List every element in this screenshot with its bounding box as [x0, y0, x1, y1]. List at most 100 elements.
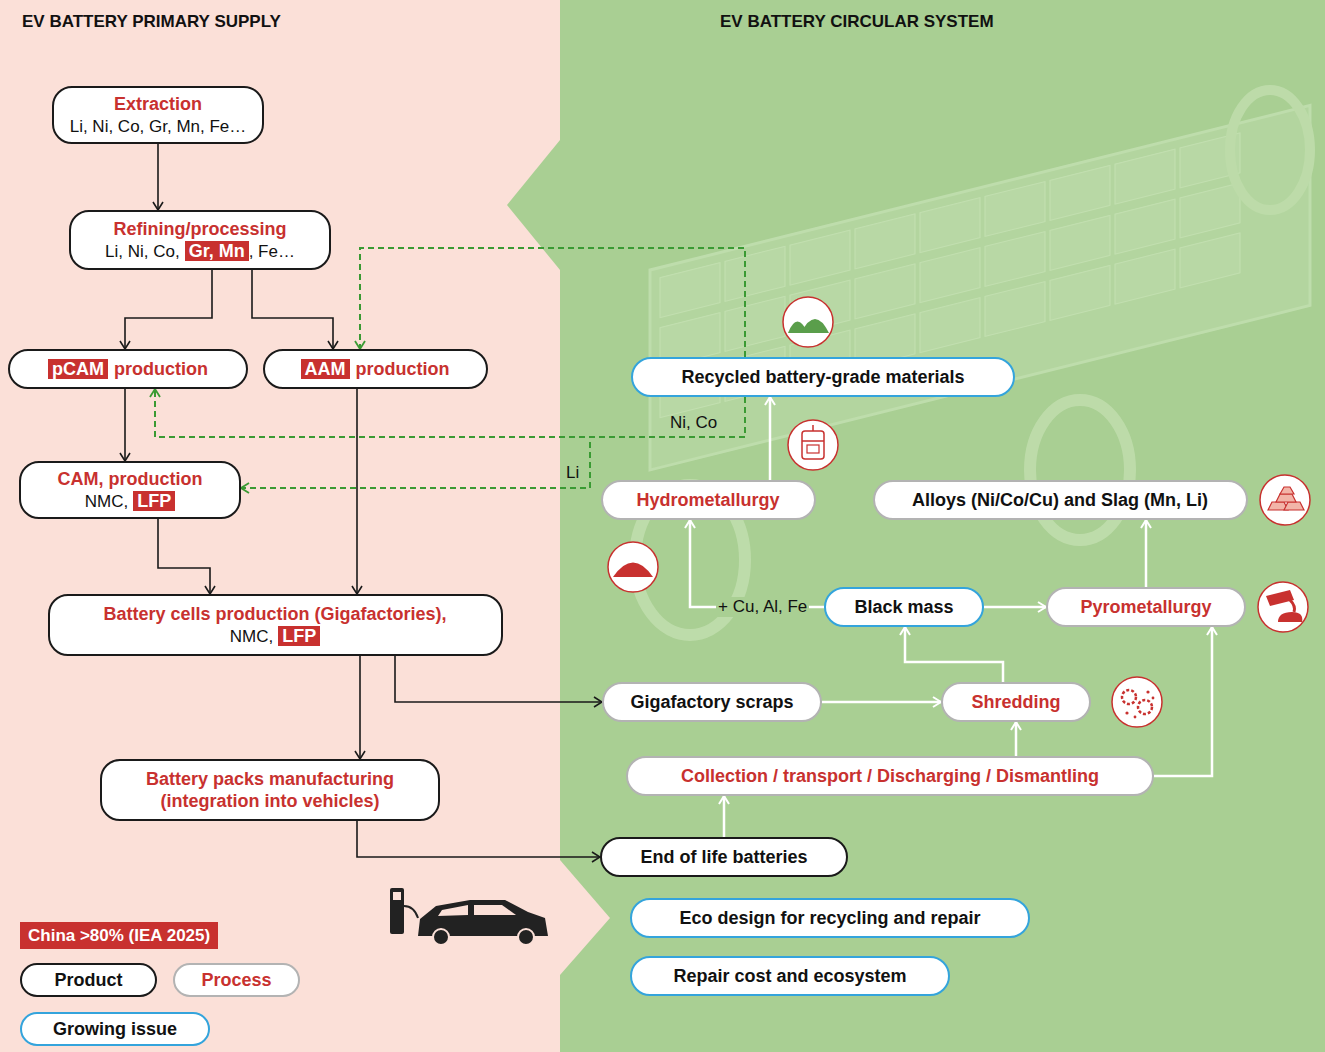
shredder-icon	[1112, 677, 1162, 727]
text-line: End of life batteries	[640, 846, 807, 869]
highlight-tag: pCAM	[48, 359, 108, 379]
legend-sample: Product	[20, 963, 157, 997]
car-charging-icon	[390, 888, 404, 934]
vehicle-illustration	[855, 264, 915, 319]
legend-swatch: China >80% (IEA 2025)	[20, 922, 218, 949]
ingot-icon	[1276, 494, 1296, 502]
flow-arrow	[158, 519, 210, 594]
node-text: Collection / transport / Discharging / D…	[681, 766, 1099, 786]
text-line: pCAM production	[48, 358, 208, 381]
process-box: Pyrometallurgy	[1046, 587, 1246, 627]
node-text: Alloys (Ni/Co/Cu) and Slag (Mn, Li)	[912, 490, 1208, 510]
vehicle-illustration	[985, 282, 1045, 337]
text-line: Battery packs manufacturing (integration…	[118, 768, 422, 813]
product-box: Battery cells production (Gigafactories)…	[48, 594, 503, 656]
product-box: Refining/processingLi, Ni, Co,Gr, Mn, Fe…	[69, 210, 331, 270]
vehicle-illustration	[1115, 149, 1175, 204]
vehicle-illustration	[1180, 233, 1240, 288]
reactor-icon	[802, 431, 824, 459]
flow-arrow	[356, 389, 358, 594]
ingot-icon	[1284, 502, 1304, 510]
material-icon	[801, 319, 829, 333]
node-text: Li, Ni, Co, Gr, Mn, Fe…	[70, 117, 247, 136]
product-box: CAM, productionNMC,LFP	[19, 461, 241, 519]
vehicle-illustration	[1180, 183, 1240, 238]
ingot-icon	[1260, 475, 1310, 525]
text-line: Battery cells production (Gigafactories)…	[103, 603, 446, 626]
product-box: Battery packs manufacturing (integration…	[100, 759, 440, 821]
node-text: , Fe…	[249, 242, 295, 261]
flow-arrow	[1145, 520, 1148, 587]
connector-layer	[125, 144, 1212, 857]
car-charging-icon	[438, 905, 468, 916]
vehicle-illustration	[1230, 90, 1310, 210]
vehicle-illustration	[725, 246, 785, 301]
text-line: Li, Ni, Co, Gr, Mn, Fe…	[70, 115, 247, 138]
text-line: Collection / transport / Discharging / D…	[681, 765, 1099, 788]
node-text: Repair cost and ecosystem	[673, 966, 906, 986]
reactor-icon	[807, 445, 819, 453]
text-line: Gigafactory scraps	[630, 691, 793, 714]
reactor-icon	[802, 440, 824, 442]
ingot-icon	[1260, 475, 1310, 525]
issue-box: Recycled battery-grade materials	[631, 357, 1015, 397]
node-text: End of life batteries	[640, 847, 807, 867]
issue-box: Eco design for recycling and repair	[630, 898, 1030, 938]
node-text: Li, Ni, Co,	[105, 242, 180, 261]
panel-background	[0, 0, 560, 1052]
node-text: Extraction	[114, 94, 202, 114]
edge-label: Ni, Co	[668, 413, 719, 433]
vehicle-illustration	[855, 214, 915, 269]
furnace-icon	[1258, 582, 1308, 632]
car-charging-icon	[433, 929, 449, 945]
panel-background	[560, 0, 1325, 1052]
flow-arrow	[769, 397, 772, 480]
text-line: Recycled battery-grade materials	[681, 366, 964, 389]
issue-box: Repair cost and ecosystem	[630, 956, 950, 996]
powder-icon	[613, 563, 653, 578]
legend-text: China >80% (IEA 2025)	[28, 926, 210, 946]
furnace-icon	[1290, 600, 1295, 612]
vehicle-illustration	[1050, 265, 1110, 320]
legend-sample: Growing issue	[20, 1012, 210, 1046]
edge-label: + Cu, Al, Fe	[716, 597, 809, 617]
text-line: Black mass	[854, 596, 953, 619]
recycle-flow-arrow	[241, 397, 745, 488]
text-line: Hydrometallurgy	[636, 489, 779, 512]
vehicle-illustration	[725, 296, 785, 351]
flow-arrow	[157, 144, 159, 210]
material-icon	[783, 297, 833, 347]
flow-arrow	[252, 270, 333, 349]
vehicle-illustration	[1115, 199, 1175, 254]
powder-icon	[608, 542, 658, 592]
shredder-icon	[1138, 700, 1152, 714]
text-line: Shredding	[972, 691, 1061, 714]
product-box: End of life batteries	[600, 837, 848, 877]
reactor-icon	[788, 420, 838, 470]
panel-background	[560, 860, 610, 975]
shredder-icon	[1112, 677, 1162, 727]
node-text: production	[114, 359, 208, 379]
node-text: Gigafactory scraps	[630, 692, 793, 712]
highlight-tag: AAM	[301, 359, 350, 379]
node-text: NMC,	[230, 627, 273, 646]
furnace-icon	[1258, 582, 1308, 632]
vehicle-illustration	[985, 182, 1045, 237]
flow-arrow	[984, 606, 1046, 609]
flow-arrow	[1154, 627, 1212, 776]
shredder-icon	[1152, 697, 1155, 700]
vehicle-illustration	[1050, 165, 1110, 220]
car-charging-icon	[404, 906, 418, 918]
legend-sample: Process	[173, 963, 300, 997]
flow-arrow	[125, 270, 212, 349]
vehicle-illustration	[650, 105, 1310, 470]
vehicle-illustration	[920, 298, 980, 353]
node-text: Pyrometallurgy	[1080, 597, 1211, 617]
legend-text: Process	[201, 970, 271, 991]
material-icon	[783, 297, 833, 347]
panel-background	[507, 140, 560, 270]
vehicle-illustration	[790, 230, 850, 285]
text-line: Repair cost and ecosystem	[673, 965, 906, 988]
